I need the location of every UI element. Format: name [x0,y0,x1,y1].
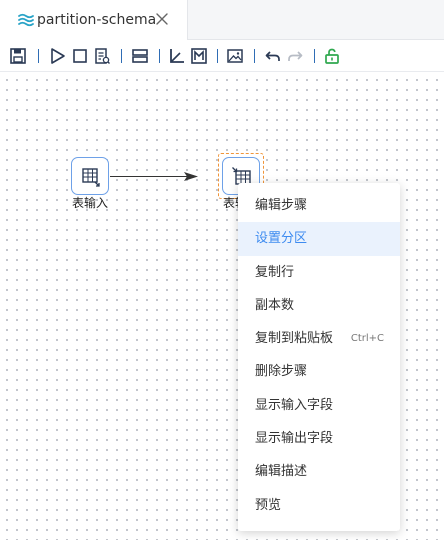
close-icon[interactable] [155,12,169,26]
tab-title: partition-schema [37,12,157,28]
stop-icon[interactable] [71,47,89,65]
menu-item-edit-step[interactable]: 编辑步骤 [238,189,400,222]
shortcut-hint: Ctrl+C [350,333,384,345]
context-menu: 编辑步骤 设置分区 复制行 副本数 复制到粘贴板 Ctrl+C 删除步骤 显示输入… [238,183,400,531]
menu-item-edit-description[interactable]: 编辑描述 [238,455,400,488]
unlock-icon[interactable] [323,47,341,65]
menu-item-label: 显示输入字段 [255,397,334,413]
menu-item-copy-rows[interactable]: 复制行 [238,256,400,289]
save-icon[interactable] [9,47,27,65]
menu-item-label: 显示输出字段 [255,431,334,447]
menu-item-delete-step[interactable]: 删除步骤 [238,355,400,388]
menu-item-label: 编辑描述 [255,464,308,480]
toolbar-separator [121,49,122,63]
menu-item-label: 复制行 [255,264,295,280]
toolbar-separator [217,49,218,63]
menu-item-label: 删除步骤 [255,364,308,380]
toolbar-separator [254,49,255,63]
layers-icon [17,11,35,29]
menu-item-label: 副本数 [255,297,295,313]
image-icon[interactable] [226,47,244,65]
redo-icon[interactable] [286,47,304,65]
toolbar [0,40,444,72]
step-table-input[interactable] [71,157,109,195]
menu-item-copy-to-clipboard[interactable]: 复制到粘贴板 Ctrl+C [238,322,400,355]
menu-item-preview[interactable]: 预览 [238,489,400,522]
toolbar-separator [38,49,39,63]
menu-item-label: 预览 [255,497,282,513]
undo-icon[interactable] [264,47,282,65]
align-icon[interactable] [131,47,149,65]
menu-item-set-partition[interactable]: 设置分区 [238,222,400,256]
toolbar-separator [159,49,160,63]
menu-item-show-output-fields[interactable]: 显示输出字段 [238,422,400,455]
step-label: 表输入 [72,196,109,210]
toolbar-separator [314,49,315,63]
angle-icon[interactable] [168,47,186,65]
table-input-icon [82,168,100,187]
menu-item-label: 复制到粘贴板 [255,331,334,347]
preview-icon[interactable] [93,47,111,65]
menu-item-label: 设置分区 [255,231,308,247]
menu-item-show-input-fields[interactable]: 显示输入字段 [238,389,400,422]
tab-bar: partition-schema [0,0,444,40]
menu-item-label: 编辑步骤 [255,198,308,213]
menu-item-copies[interactable]: 副本数 [238,289,400,322]
metrics-icon[interactable] [190,47,208,65]
tab-partition-schema[interactable]: partition-schema [0,0,188,40]
run-icon[interactable] [49,47,67,65]
